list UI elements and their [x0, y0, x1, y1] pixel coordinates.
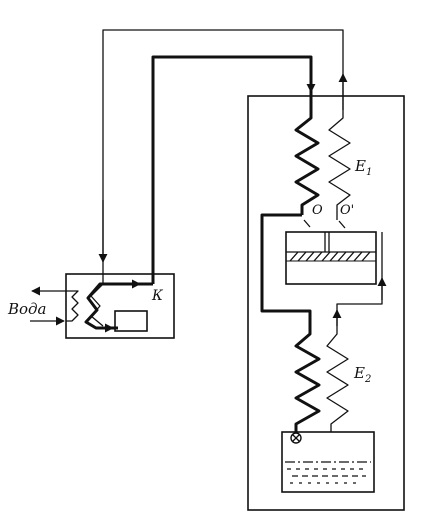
e1-thick-zigzag [294, 110, 320, 215]
condenser-label: К [151, 288, 164, 304]
e1-thin-zigzag [328, 110, 351, 220]
compressor-housing [260, 213, 312, 326]
condenser-thin-coil [90, 274, 104, 327]
liquid-surface [285, 461, 371, 484]
e2-thick-zigzag [294, 326, 321, 432]
liquid-tank [281, 431, 375, 493]
water-coil [66, 290, 79, 322]
valve-o-prime-pointer [338, 220, 346, 229]
condenser-thick-coil [84, 282, 153, 330]
e2-label: E2 [353, 364, 371, 385]
e2-thin-zigzag [326, 326, 349, 432]
thick-supply-line [151, 55, 313, 284]
water-label: Вода [7, 300, 47, 318]
e1-label: E1 [354, 157, 372, 178]
condenser-box [65, 273, 175, 339]
piston-hatch [285, 251, 377, 262]
e1-label-main: E [354, 157, 366, 175]
valve-o-pointer [303, 219, 311, 228]
e2-label-sub: 2 [364, 374, 371, 385]
machine-housing [247, 95, 405, 511]
e1-label-sub: 1 [366, 167, 372, 178]
thin-return-line [102, 29, 344, 274]
condenser-inner-block [114, 310, 148, 332]
valve-o-prime-label: О' [340, 203, 354, 218]
cylinder [285, 231, 377, 285]
valve-o-label: О [312, 203, 323, 218]
throttle-valve-x2 [292, 434, 300, 442]
e2-label-main: E [353, 364, 365, 382]
